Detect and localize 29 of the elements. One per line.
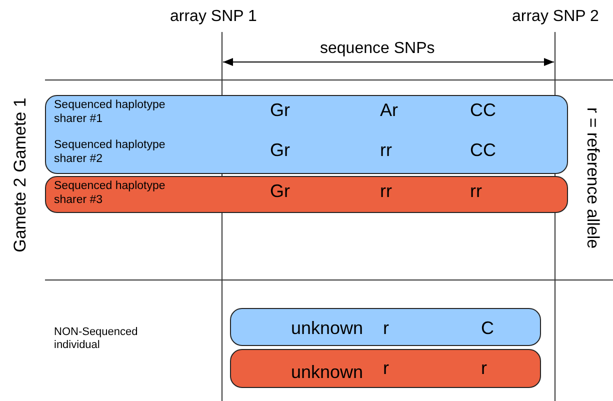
row-label: Sequenced haplotype sharer #3	[54, 179, 166, 207]
row-label: NON-Sequenced individual	[54, 326, 139, 352]
genotype-text: CC	[470, 140, 496, 161]
rounded-band	[45, 176, 568, 213]
dimension-label: sequence SNPs	[320, 40, 435, 58]
genotype-text: Gr	[270, 181, 290, 202]
genotype-text: unknown	[291, 362, 364, 383]
genotype-text: rr	[470, 181, 482, 202]
rounded-band	[230, 349, 541, 388]
note-text: r = reference allele	[582, 107, 602, 249]
genotype-text: rr	[380, 140, 392, 161]
genotype-text: rr	[380, 181, 392, 202]
column-header: array SNP 1	[170, 8, 257, 26]
genotype-text: unknown	[291, 318, 364, 339]
genotype-text: Gr	[270, 100, 290, 121]
row-header: Gamete 2	[10, 178, 30, 252]
genotype-text: r	[383, 358, 389, 379]
column-header: array SNP 2	[512, 8, 599, 26]
row-header: Gamete 1	[10, 98, 30, 172]
row-label: Sequenced haplotype sharer #2	[54, 138, 166, 166]
genotype-text: Gr	[270, 140, 290, 161]
row-label: Sequenced haplotype sharer #1	[54, 98, 166, 126]
rounded-band	[230, 308, 541, 346]
genotype-text: Ar	[380, 100, 398, 121]
genotype-text: CC	[470, 100, 496, 121]
rounded-band	[45, 95, 568, 174]
genotype-text: r	[383, 318, 389, 339]
genotype-text: C	[481, 318, 494, 339]
genotype-text: r	[481, 358, 487, 379]
